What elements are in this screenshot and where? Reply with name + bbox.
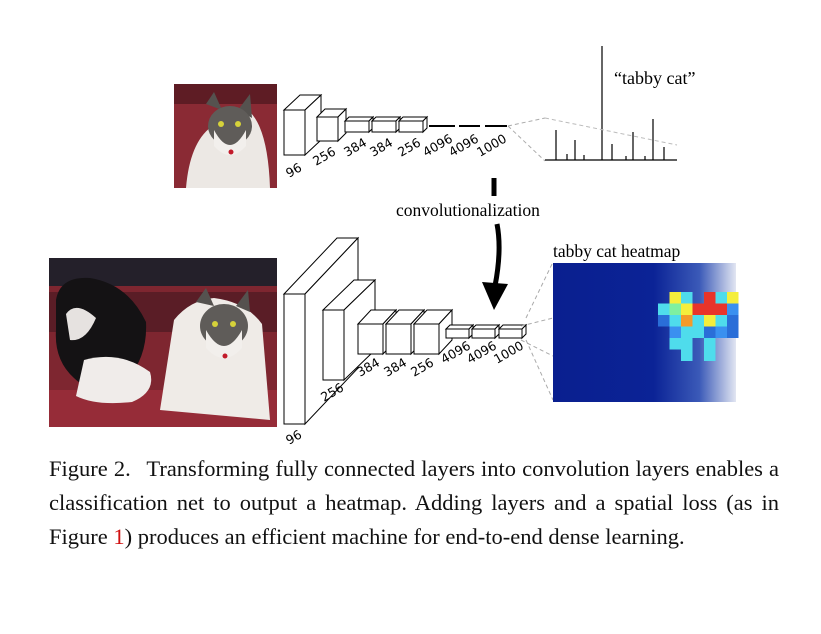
heatmap-cell (681, 315, 693, 327)
heatmap-cell (669, 292, 681, 304)
top-projection-lines (507, 117, 546, 162)
heatmap-cell (658, 315, 670, 327)
heatmap-cell (727, 326, 739, 338)
caption-text-after: ) produces an efficient machine for end-… (124, 524, 685, 549)
heatmap-cell (692, 303, 704, 315)
layer-label: 256 (408, 355, 436, 380)
heatmap-title: tabby cat heatmap (553, 241, 681, 261)
heatmap-cell (704, 349, 716, 361)
heatmap-cell (681, 326, 693, 338)
caption-figure-ref[interactable]: 1 (113, 524, 125, 549)
heatmap-cell (669, 315, 681, 327)
heatmap-cell (715, 292, 727, 304)
heatmap-cell (681, 303, 693, 315)
cat-photo (174, 84, 277, 188)
heatmap-cell (692, 315, 704, 327)
heatmap-cell (727, 315, 739, 327)
heatmap-cell (715, 326, 727, 338)
figure-caption: Figure 2. Transforming fully connected l… (49, 452, 779, 554)
heatmap-cell (704, 292, 716, 304)
heatmap-cell (715, 303, 727, 315)
layer-label: 384 (381, 355, 409, 380)
heatmap (553, 263, 739, 402)
heatmap-cell (704, 326, 716, 338)
dog-and-cat-photo (49, 258, 277, 427)
layer-label: 384 (341, 135, 369, 160)
heatmap-cell (658, 303, 670, 315)
heatmap-cell (681, 292, 693, 304)
bottom-projection-lines (520, 261, 554, 401)
caption-label: Figure 2. (49, 456, 131, 481)
layer-label: 384 (367, 135, 395, 160)
heatmap-cell (669, 326, 681, 338)
layer-label: 96 (283, 427, 304, 448)
heatmap-cell (715, 315, 727, 327)
caption-text-before: Transforming fully connected layers into… (49, 456, 779, 549)
class-score-histogram (545, 46, 677, 161)
heatmap-cell (681, 349, 693, 361)
heatmap-cell (704, 338, 716, 350)
histogram-guide (544, 117, 678, 146)
top-layer-boxes (282, 93, 429, 157)
heatmap-cell (727, 303, 739, 315)
heatmap-cell (669, 338, 681, 350)
bottom-layer-boxes (282, 236, 528, 426)
arrow-label: convolutionalization (396, 200, 540, 220)
layer-label: 256 (310, 144, 338, 169)
heatmap-cell (727, 292, 739, 304)
heatmap-cell (669, 303, 681, 315)
heatmap-cell (681, 338, 693, 350)
layer-label: 1000 (491, 338, 526, 367)
layer-label: 256 (395, 135, 423, 160)
class-label: “tabby cat” (614, 68, 695, 88)
heatmap-cell (692, 326, 704, 338)
layer-label: 1000 (474, 131, 509, 160)
layer-label: 96 (283, 160, 304, 181)
convolutionalization-arrow (482, 178, 508, 310)
heatmap-cell (704, 303, 716, 315)
heatmap-cell (704, 315, 716, 327)
